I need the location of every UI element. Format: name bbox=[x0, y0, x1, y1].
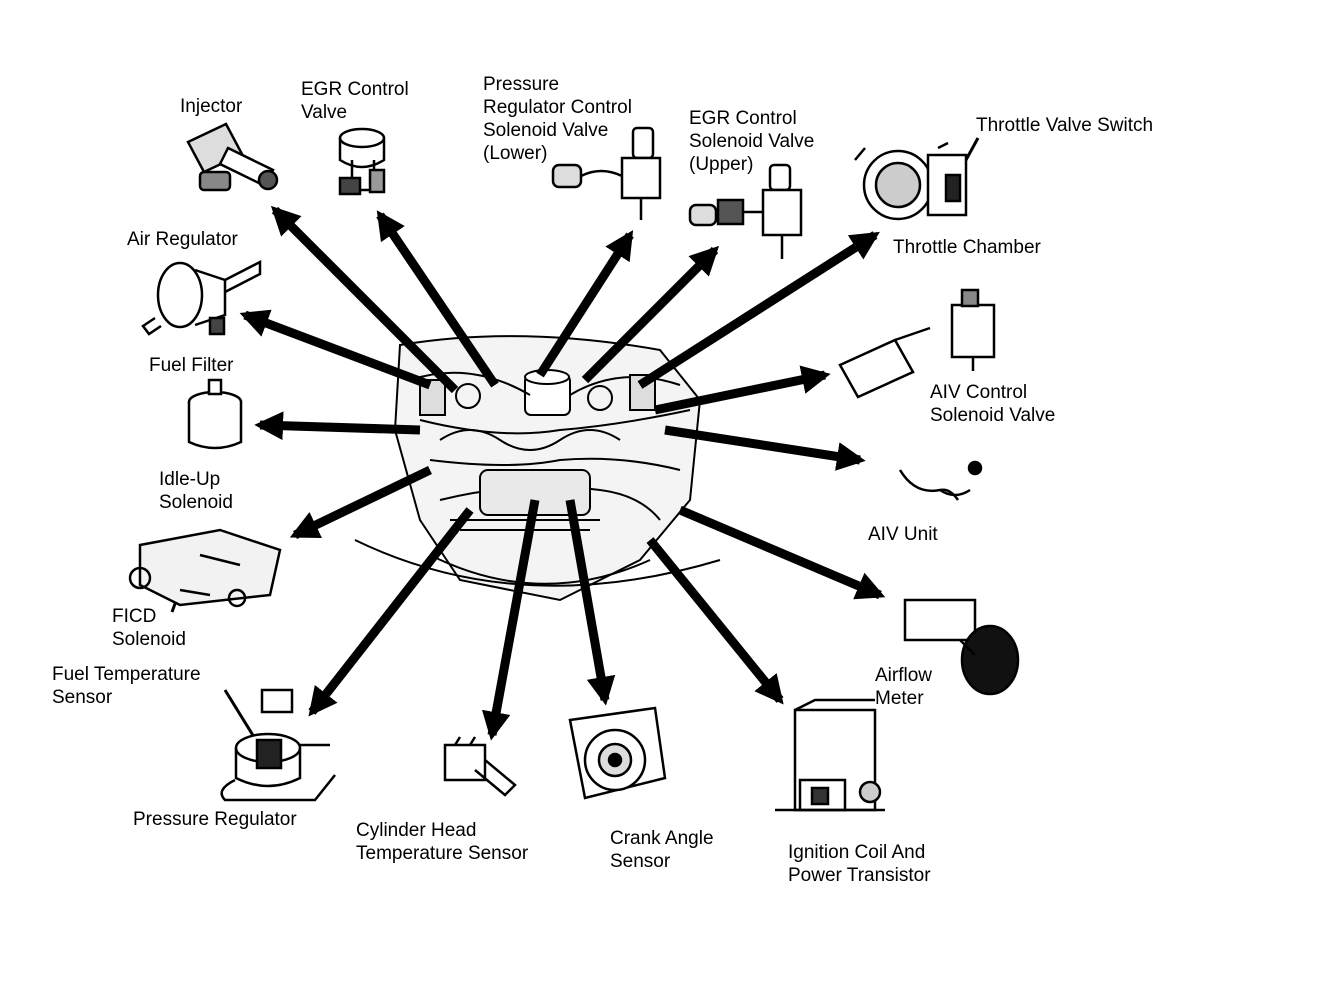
fuel-pressure-regulator-part bbox=[220, 688, 336, 802]
label-pressure-regulator-control-solenoid-valve: Pressure Regulator Control Solenoid Valv… bbox=[483, 74, 632, 164]
label-aiv-control-solenoid-valve: AIV Control Solenoid Valve bbox=[930, 382, 1056, 426]
label-cylinder-head-temperature-sensor: Cylinder Head Temperature Sensor bbox=[356, 820, 529, 864]
label-fuel-filter: Fuel Filter bbox=[149, 355, 234, 376]
leader-arrows bbox=[239, 205, 886, 741]
label-fuel-temperature-sensor: Fuel Temperature Sensor bbox=[52, 664, 201, 708]
egr-control-solenoid-part bbox=[688, 163, 803, 259]
crank-angle-sensor-part bbox=[568, 706, 667, 800]
air-regulator-part bbox=[141, 259, 262, 336]
label-airflow-meter: Airflow Meter bbox=[875, 665, 933, 709]
label-ignition-coil-and-power-transistor: Ignition Coil And Power Transistor bbox=[788, 842, 931, 886]
fuel-filter-part bbox=[187, 378, 243, 450]
idle-up-ficd-solenoid-part bbox=[128, 528, 282, 608]
label-ficd-solenoid: FICD Solenoid bbox=[112, 606, 186, 650]
aiv-unit-part bbox=[898, 460, 983, 501]
label-air-regulator: Air Regulator bbox=[127, 229, 238, 250]
engine-illustration bbox=[354, 335, 721, 602]
label-aiv-unit: AIV Unit bbox=[868, 524, 938, 545]
aiv-control-solenoid-part bbox=[838, 288, 996, 399]
label-throttle-chamber: Throttle Chamber bbox=[893, 237, 1041, 258]
label-injector: Injector bbox=[180, 96, 243, 117]
airflow-meter-part bbox=[903, 598, 1020, 696]
label-crank-angle-sensor: Crank Angle Sensor bbox=[610, 828, 714, 872]
pressure-regulator-solenoid-part bbox=[551, 126, 662, 220]
label-pressure-regulator: Pressure Regulator bbox=[133, 809, 297, 830]
throttle-chamber-part bbox=[854, 141, 968, 221]
label-egr-control-solenoid-valve: EGR Control Solenoid Valve (Upper) bbox=[689, 108, 815, 175]
label-idle-up-solenoid: Idle-Up Solenoid bbox=[159, 469, 233, 513]
egr-control-valve-part bbox=[338, 127, 386, 196]
label-throttle-valve-switch: Throttle Valve Switch bbox=[976, 115, 1154, 136]
label-egr-control-valve: EGR Control Valve bbox=[301, 79, 409, 123]
ignition-coil-part bbox=[775, 698, 885, 812]
injector-part bbox=[186, 122, 279, 192]
cylinder-head-temp-sensor-part bbox=[443, 736, 517, 797]
